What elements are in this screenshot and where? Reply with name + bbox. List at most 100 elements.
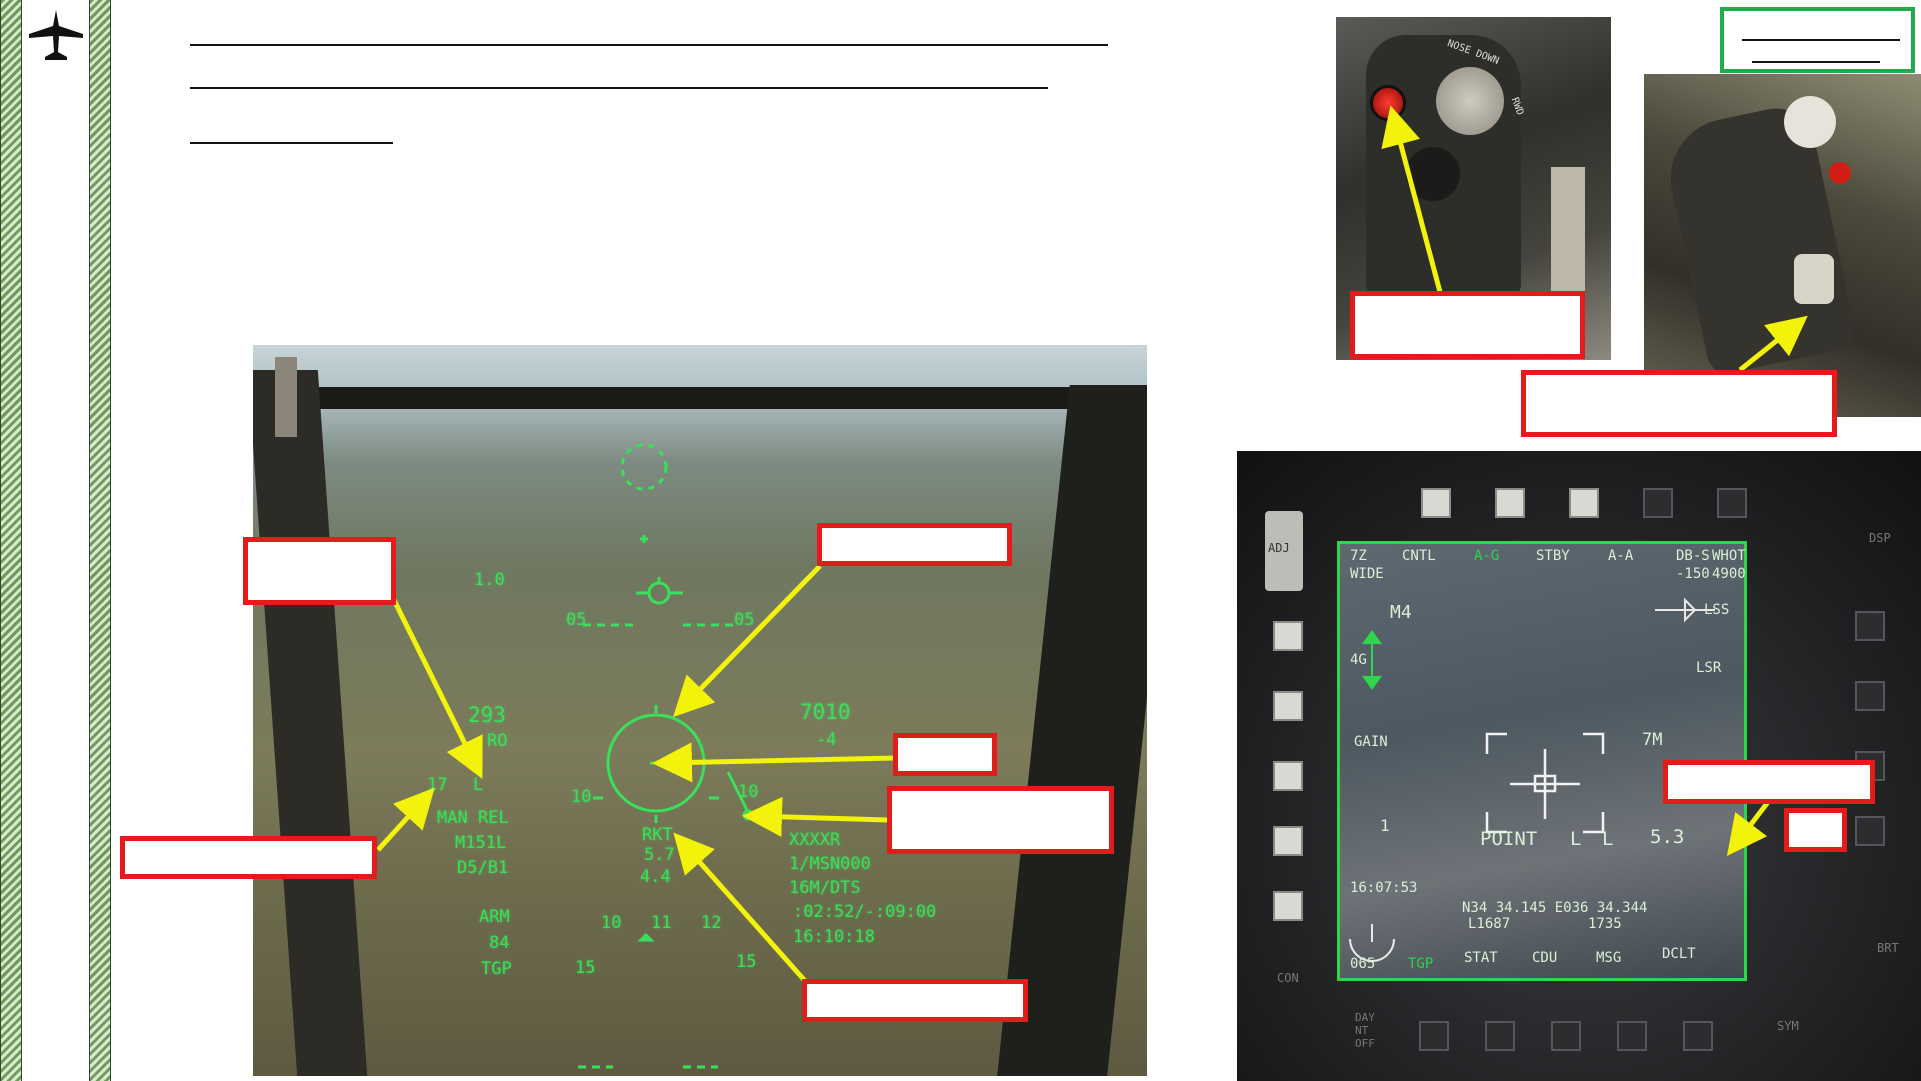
- hud-pitch-05-left: 05: [566, 610, 587, 630]
- mfcd-mode-m4: M4: [1390, 602, 1412, 623]
- hud-heading-10: 10: [601, 913, 622, 933]
- dsp-label: DSP: [1869, 531, 1891, 545]
- mfcd-heading: 065: [1350, 956, 1376, 972]
- mfcd-top-label-5: A-A: [1608, 548, 1634, 564]
- hud-heading-11: 11: [651, 913, 672, 933]
- adj-rocker: [1265, 511, 1303, 591]
- hud-pitch-05-right: 05: [734, 610, 755, 630]
- hud-heading-12: 12: [701, 913, 722, 933]
- title-line-1: [190, 44, 1108, 46]
- section-badge-line-1: [1742, 39, 1900, 41]
- left-rail-inner: [89, 0, 111, 1081]
- stick-grip-photo-2: [1644, 74, 1921, 417]
- osb-right-2: [1855, 681, 1885, 711]
- sym-label: SYM: [1777, 1019, 1799, 1033]
- hud-steerpoint-dist: 16M/DTS: [789, 878, 861, 898]
- hud-range-value-2: 4.4: [640, 867, 671, 887]
- left-rail-outer: [0, 0, 22, 1081]
- hud-time-to-go: :02:52/-:09:00: [793, 902, 937, 922]
- throttle-red-button: [1829, 162, 1851, 184]
- osb-right-1: [1855, 611, 1885, 641]
- aircraft-icon: [29, 10, 83, 60]
- hud-release-mode: MAN REL: [437, 808, 509, 828]
- hud-pitch-10-left: 10: [571, 787, 592, 807]
- hud-arm-label: ARM: [479, 907, 510, 927]
- mfcd-level-value: 1: [1380, 816, 1390, 835]
- mfcd-wide: WIDE: [1350, 566, 1384, 582]
- osb-bottom-3: [1551, 1021, 1581, 1051]
- mfcd-coords: N34 34.145 E036 34.344: [1462, 900, 1648, 916]
- osb-bottom-5: [1683, 1021, 1713, 1051]
- throttle-handle: [1551, 167, 1585, 297]
- mfcd-gain-label: GAIN: [1354, 734, 1388, 750]
- mfcd-coord-l: L1687: [1468, 916, 1511, 932]
- mfcd-bottom-label-4: MSG: [1596, 950, 1622, 966]
- hud-station-side: L: [473, 775, 484, 795]
- section-badge-line-2: [1752, 61, 1880, 63]
- callout-box-release-mode: [120, 836, 377, 879]
- callout-box-mfcd-label: [1663, 760, 1875, 804]
- hud-steerpoint-name: XXXXR: [789, 830, 841, 850]
- trim-hat-knob: [1436, 67, 1504, 135]
- osb-top-4: [1643, 488, 1673, 518]
- hud-altitude: 7010: [800, 700, 851, 724]
- hud-steerpoint-msn: 1/MSN000: [789, 854, 871, 874]
- hud-vvi: -4: [816, 730, 837, 750]
- mfcd-top-label-3: A-G: [1474, 548, 1500, 564]
- hud-sensor: TGP: [481, 959, 512, 979]
- mfcd-top-label-1: 7Z: [1350, 548, 1367, 564]
- mfcd-elev: 1735: [1588, 916, 1622, 932]
- osb-bottom-4: [1617, 1021, 1647, 1051]
- hud-weapon-mode: RKT: [642, 825, 673, 845]
- mfcd-point-label: POINT: [1480, 828, 1538, 850]
- osb-left-4: [1273, 826, 1303, 856]
- mfcd-distance: 5.3: [1650, 826, 1685, 848]
- mfcd-left-l1: L: [1570, 828, 1582, 850]
- title-line-3: [190, 142, 393, 144]
- canopy-post: [275, 357, 297, 437]
- throttle-white-knob: [1784, 96, 1836, 148]
- hud-range-value: 5.7: [644, 845, 675, 865]
- mfcd-bottom-label-2: STAT: [1464, 950, 1498, 966]
- hud-clock: 16:10:18: [793, 927, 875, 947]
- callout-box-throttle-button: [1521, 370, 1837, 437]
- callout-box-center: [893, 733, 997, 776]
- mfcd-bottom-label-1: TGP: [1408, 956, 1434, 972]
- osb-left-2: [1273, 691, 1303, 721]
- osb-bottom-2: [1485, 1021, 1515, 1051]
- osb-left-1: [1273, 621, 1303, 651]
- osb-right-4: [1855, 816, 1885, 846]
- adj-label: ADJ: [1268, 541, 1290, 555]
- osb-left-3: [1273, 761, 1303, 791]
- section-badge: [1720, 7, 1915, 73]
- hud-g-load: 1.0: [474, 570, 505, 590]
- brt-label: BRT: [1877, 941, 1899, 955]
- mfcd-photo: ADJ DSP BRT CON DAY NT OFF SYM 7Z CNTL A…: [1237, 451, 1921, 1081]
- mfcd-top-label-4: STBY: [1536, 548, 1570, 564]
- hud-airspeed: 293: [468, 703, 506, 727]
- osb-top-2: [1495, 488, 1525, 518]
- callout-box-pipper: [817, 523, 1012, 566]
- mfcd-top-label-7: WHOT: [1712, 548, 1746, 564]
- osb-left-5: [1273, 891, 1303, 921]
- mfcd-bottom-label-3: CDU: [1532, 950, 1558, 966]
- mfcd-lsr: LSR: [1696, 660, 1722, 676]
- mfcd-dbs-value: -150: [1676, 566, 1710, 582]
- con-label: CON: [1277, 971, 1299, 985]
- callout-box-stick-button: [1350, 291, 1585, 359]
- callout-box-weapon-mode: [802, 979, 1028, 1022]
- osb-top-1: [1421, 488, 1451, 518]
- mfcd-clock: 16:07:53: [1350, 880, 1418, 896]
- hud-speed-mode: RO: [487, 731, 508, 751]
- mfcd-top-label-6: DB-S: [1676, 548, 1710, 564]
- mfcd-top-label-2: CNTL: [1402, 548, 1436, 564]
- osb-top-3: [1569, 488, 1599, 518]
- callout-box-steerpoint: [887, 786, 1114, 854]
- hud-view-photo: 1.0 05 05 293 RO 7010 -4 17 L 10 10 MAN …: [253, 345, 1147, 1076]
- mfcd-whot-value: 4900: [1712, 566, 1746, 582]
- throttle-white-switch: [1794, 254, 1834, 304]
- mfcd-lss: LSS: [1704, 602, 1730, 618]
- callout-box-station: [243, 537, 396, 605]
- day-nt-off-label: DAY NT OFF: [1355, 1011, 1375, 1050]
